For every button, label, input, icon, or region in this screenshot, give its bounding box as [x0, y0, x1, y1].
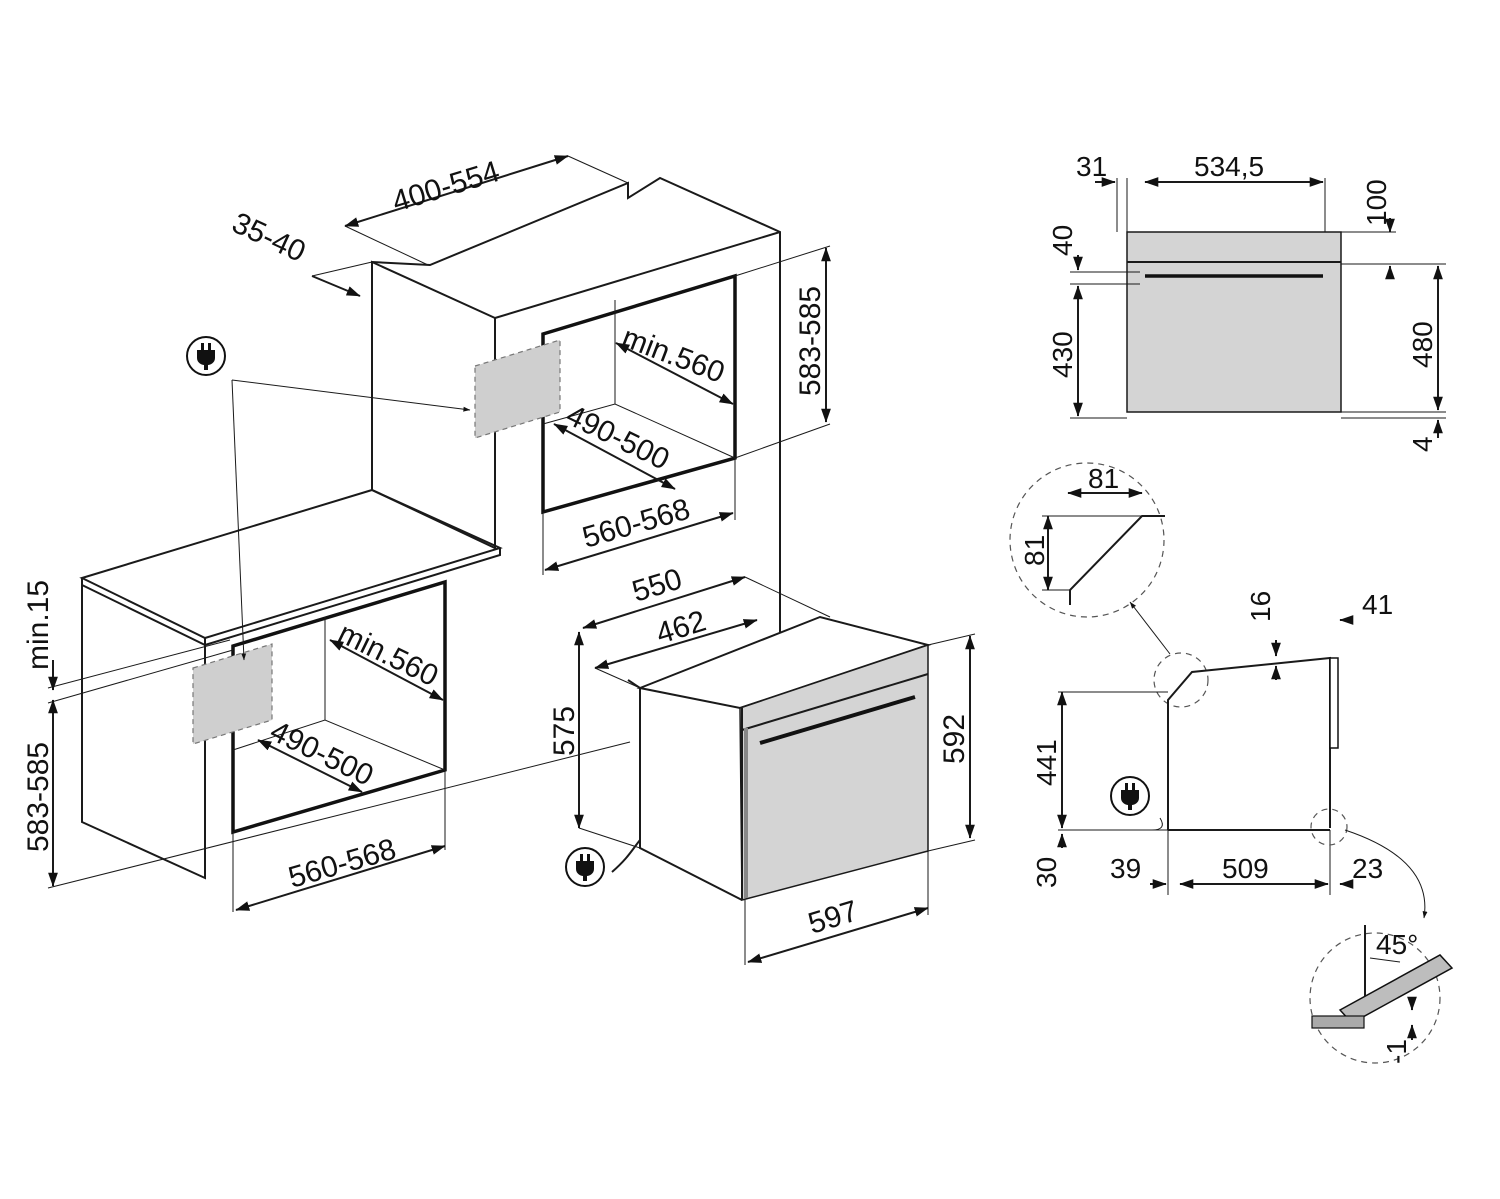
label-560-568-bottom: 560-568: [285, 833, 400, 895]
label-min560-bottom: min.560: [333, 617, 443, 693]
plug-icon: [1110, 776, 1150, 816]
label-400-554: 400-554: [388, 155, 503, 219]
base-unit: [47, 379, 631, 912]
detail-45: [1309, 925, 1454, 1064]
tall-unit: [311, 155, 831, 632]
label-583-585-left: 583-585: [22, 742, 55, 852]
plug-icon: [186, 336, 226, 376]
label-575: 575: [548, 706, 581, 756]
label-minus1: -1: [1381, 1039, 1412, 1064]
oven-iso: [574, 576, 976, 965]
label-min15: min.15: [22, 580, 55, 670]
label-100: 100: [1361, 179, 1392, 226]
label-480: 480: [1407, 321, 1438, 368]
label-583-585-right: 583-585: [794, 286, 827, 396]
label-550: 550: [628, 562, 686, 608]
label-462: 462: [652, 604, 710, 650]
label-min560-top: min.560: [617, 321, 728, 390]
side-view: [1009, 462, 1428, 919]
plug-icon: [565, 847, 605, 887]
label-31: 31: [1076, 151, 1107, 182]
label-4: 4: [1407, 436, 1438, 452]
label-23: 23: [1352, 853, 1383, 884]
label-30: 30: [1031, 857, 1062, 888]
label-40: 40: [1047, 225, 1078, 256]
label-509: 509: [1222, 853, 1269, 884]
label-16: 16: [1245, 591, 1276, 622]
label-35-40: 35-40: [227, 206, 310, 268]
label-430: 430: [1047, 331, 1078, 378]
label-81-h: 81: [1019, 535, 1050, 566]
label-45deg: 45°: [1376, 929, 1418, 960]
label-592: 592: [938, 714, 971, 764]
front-view: [1070, 177, 1446, 438]
label-41: 41: [1362, 589, 1393, 620]
label-597: 597: [804, 894, 862, 940]
label-534-5: 534,5: [1194, 151, 1264, 182]
label-441: 441: [1031, 739, 1062, 786]
label-490-500-bottom: 490-500: [265, 715, 378, 793]
label-39: 39: [1110, 853, 1141, 884]
label-81-w: 81: [1088, 463, 1119, 494]
label-560-568-top: 560-568: [579, 493, 694, 555]
